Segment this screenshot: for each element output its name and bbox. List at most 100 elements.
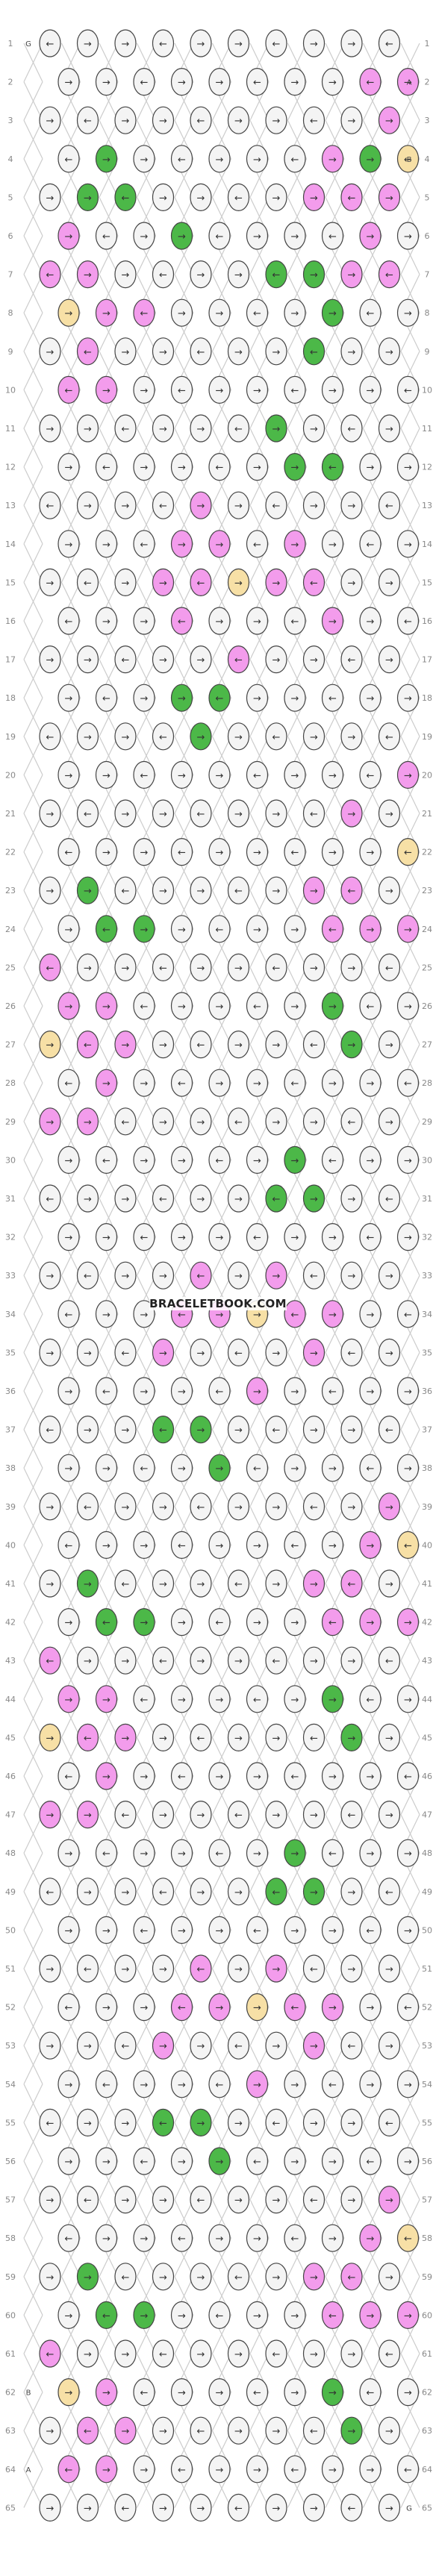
- thread-end-letter: G: [25, 40, 31, 49]
- knot: [170, 760, 193, 790]
- knot: [359, 1069, 382, 1097]
- row-label-left: 59: [5, 2272, 16, 2282]
- knot: [190, 337, 212, 366]
- knot: [227, 2108, 250, 2136]
- knot-arrow: →: [310, 655, 318, 666]
- knot: [133, 1531, 155, 1559]
- knot-arrow: ←: [385, 1656, 393, 1667]
- row-label-right: 20: [422, 770, 432, 780]
- knot: [302, 2263, 326, 2291]
- knot-arrow: ←: [216, 2310, 224, 2322]
- knot: [302, 1801, 326, 1829]
- row-label-right: 61: [422, 2349, 432, 2359]
- knot-arrow: →: [122, 116, 130, 127]
- knot-arrow: ←: [159, 270, 167, 281]
- knot: [359, 452, 382, 481]
- knot: [378, 2031, 401, 2060]
- knot-arrow: →: [122, 1425, 130, 1437]
- knot: [57, 2301, 80, 2329]
- knot-arrow: →: [102, 2465, 110, 2476]
- knot: [246, 1145, 269, 1175]
- knot-arrow: →: [328, 540, 337, 551]
- knot: [284, 2070, 306, 2098]
- knot-arrow: ←: [178, 616, 186, 628]
- knot: [57, 607, 80, 635]
- knot: [152, 260, 175, 289]
- knot: [378, 1646, 401, 1675]
- knot: [396, 1069, 420, 1097]
- knot: [227, 1646, 250, 1675]
- knot: [170, 1145, 193, 1175]
- knot-arrow: →: [367, 1310, 375, 1321]
- row-label-left: 48: [5, 1848, 16, 1858]
- knot-arrow: →: [328, 1925, 337, 1936]
- knot: [284, 2224, 306, 2252]
- knot-arrow: ←: [140, 1463, 149, 1475]
- knot: [396, 2147, 420, 2175]
- knot: [265, 1415, 287, 1444]
- knot-arrow: →: [140, 1310, 149, 1321]
- thread-segment: [23, 197, 43, 237]
- knot-arrow: →: [197, 886, 205, 897]
- knot-arrow: →: [328, 2157, 337, 2168]
- knot: [152, 2416, 175, 2445]
- row-label-right: 29: [422, 1117, 432, 1127]
- knot-arrow: →: [102, 1463, 110, 1475]
- knot: [396, 1993, 420, 2022]
- knot-arrow: →: [159, 2272, 167, 2283]
- knot-arrow: →: [197, 2349, 205, 2360]
- knot-arrow: →: [328, 78, 337, 89]
- knot-arrow: ←: [178, 2003, 186, 2014]
- knot-arrow: ←: [216, 231, 224, 243]
- knot-arrow: →: [291, 1925, 299, 1936]
- knot: [302, 2339, 326, 2368]
- row-label-right: 24: [422, 925, 432, 934]
- knot: [152, 953, 175, 982]
- knot-arrow: ←: [122, 655, 130, 666]
- knot-arrow: →: [178, 2080, 186, 2091]
- knot-arrow: →: [197, 1656, 205, 1667]
- knot-arrow: →: [234, 39, 243, 50]
- knot-arrow: →: [159, 116, 167, 127]
- row-label-right: 42: [422, 1618, 432, 1628]
- knot: [227, 722, 250, 751]
- knot: [359, 2455, 382, 2483]
- knot-arrow: ←: [385, 2118, 393, 2129]
- knot-arrow: →: [404, 540, 412, 551]
- knot-arrow: →: [367, 616, 375, 628]
- knot-arrow: →: [159, 1117, 167, 1128]
- knot-arrow: →: [291, 1155, 299, 1166]
- knot-arrow: →: [159, 193, 167, 204]
- knot-arrow: ←: [84, 809, 92, 820]
- knot-arrow: →: [140, 1078, 149, 1090]
- knot: [170, 607, 193, 635]
- knot-arrow: →: [46, 578, 54, 589]
- knot: [321, 67, 344, 96]
- knot: [396, 2301, 420, 2329]
- knot-arrow: →: [272, 2195, 281, 2207]
- knot-arrow: →: [178, 1618, 186, 1629]
- knot-arrow: ←: [367, 1925, 375, 1936]
- knot: [396, 298, 420, 327]
- knot-arrow: →: [178, 770, 186, 781]
- knot: [152, 29, 175, 57]
- knot: [378, 1415, 401, 1444]
- knot-arrow: →: [178, 1695, 186, 1706]
- row-label-right: 34: [422, 1310, 432, 1319]
- knot: [208, 375, 231, 404]
- knot-arrow: →: [159, 2041, 167, 2052]
- knot-arrow: ←: [385, 2349, 393, 2360]
- knot: [321, 2378, 344, 2407]
- knot-arrow: →: [140, 616, 149, 628]
- knot: [95, 1839, 118, 1867]
- knot-arrow: →: [122, 347, 130, 358]
- knot: [39, 1415, 61, 1444]
- knot-arrow: →: [102, 2157, 110, 2168]
- knot-arrow: ←: [348, 1579, 356, 1590]
- knot-arrow: ←: [404, 1772, 412, 1783]
- knot: [76, 491, 99, 519]
- knot-arrow: ←: [291, 385, 299, 396]
- knot-arrow: →: [65, 925, 73, 936]
- knot-arrow: ←: [291, 2465, 299, 2476]
- knot-arrow: ←: [328, 1848, 337, 1860]
